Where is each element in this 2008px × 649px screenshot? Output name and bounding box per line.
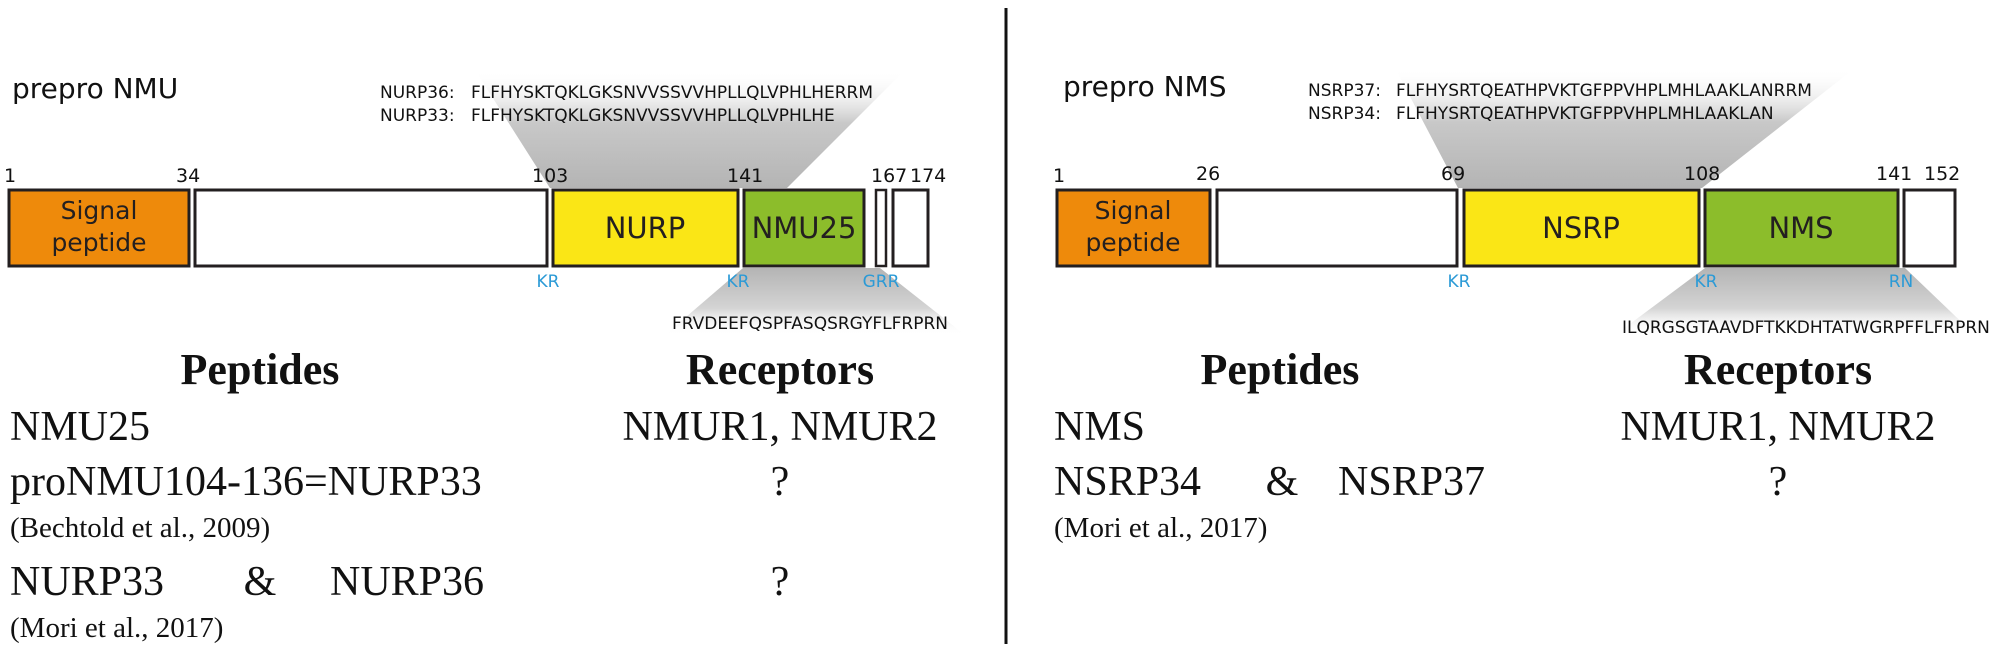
right-nms-box — [1703, 188, 1900, 268]
right-title: prepro NMS — [1063, 70, 1226, 103]
left-pos-5: 167 — [871, 165, 907, 187]
right-cleavage-1: KR — [1448, 272, 1471, 292]
right-panel: prepro NMS NSRP37: FLFHYSRTQEATHPVKTGFPP… — [1053, 68, 1990, 544]
right-pos-4: 108 — [1684, 163, 1720, 185]
right-small-box — [1902, 188, 1957, 268]
left-signal-peptide-box — [7, 188, 191, 268]
right-pos-6: 152 — [1924, 163, 1960, 185]
left-receptors-header: Receptors — [686, 345, 874, 394]
right-seq-label-2: NSRP34: — [1308, 104, 1381, 124]
left-row1-peptide: NMU25 — [10, 404, 150, 450]
left-row2-peptide: proNMU104-136=NURP33 — [10, 459, 482, 505]
right-cleavage-3: RN — [1889, 272, 1914, 292]
left-peptides-header: Peptides — [181, 345, 340, 394]
left-pos-3: 103 — [532, 165, 568, 187]
right-nms-label: NMS — [1768, 211, 1833, 245]
right-spacer-box — [1215, 188, 1459, 268]
left-cleavage-1: KR — [537, 272, 560, 292]
right-row2-receptor: ? — [1769, 459, 1788, 505]
left-row3-amp: & — [244, 559, 277, 605]
left-bottom-wedge — [665, 268, 965, 335]
left-title: prepro NMU — [12, 72, 178, 105]
right-bottom-seq: ILQRGSGTAAVDFTKKDHTATWGRPFFLFRPRN — [1622, 318, 1990, 338]
right-signal-peptide-box — [1055, 188, 1212, 268]
right-row2-citation: (Mori et al., 2017) — [1054, 512, 1267, 544]
left-signal-line2: peptide — [51, 228, 146, 257]
left-row3-peptide-a: NURP33 — [10, 559, 164, 605]
left-seq-label-1: NURP36: — [380, 83, 455, 103]
left-cleavage-3: GRR — [863, 272, 900, 292]
right-pos-5: 141 — [1876, 163, 1912, 185]
right-nsrp-box — [1462, 188, 1701, 268]
right-bottom-wedge — [1615, 268, 1975, 335]
right-signal-line2: peptide — [1085, 228, 1180, 257]
left-pos-2: 34 — [176, 165, 200, 187]
right-row1-receptor: NMUR1, NMUR2 — [1620, 404, 1935, 450]
right-cleavage-2: KR — [1695, 272, 1718, 292]
left-row2-receptor: ? — [771, 459, 790, 505]
right-row2-peptide-b: NSRP37 — [1338, 459, 1485, 505]
left-row3-peptide-b: NURP36 — [330, 559, 484, 605]
right-pos-2: 26 — [1196, 163, 1220, 185]
left-row2-citation: (Bechtold et al., 2009) — [10, 512, 270, 544]
left-nmu25-box — [742, 188, 866, 268]
left-seq-1: FLFHYSKTQKLGKSNVVSSVVHPLLQLVPHLHERRM — [471, 83, 873, 103]
left-row1-receptor: NMUR1, NMUR2 — [622, 404, 937, 450]
left-nmu25-label: NMU25 — [752, 211, 857, 245]
right-seq-2: FLFHYSRTQEATHPVKTGFPPVHPLMHLAAKLAN — [1396, 104, 1774, 124]
right-pos-3: 69 — [1441, 163, 1465, 185]
right-peptides-header: Peptides — [1201, 345, 1360, 394]
left-bottom-seq: FRVDEEFQSPFASQSRGYFLFRPRN — [672, 314, 948, 334]
right-nsrp-label: NSRP — [1542, 211, 1620, 245]
left-signal-line1: Signal — [61, 196, 138, 225]
right-row1-peptide: NMS — [1054, 404, 1145, 450]
left-top-wedge — [475, 70, 905, 188]
left-row3-citation: (Mori et al., 2017) — [10, 612, 223, 644]
right-seq-label-1: NSRP37: — [1308, 81, 1381, 101]
right-receptors-header: Receptors — [1684, 345, 1872, 394]
right-pos-1: 1 — [1053, 165, 1065, 187]
right-signal-line1: Signal — [1095, 196, 1172, 225]
right-row2-amp: & — [1266, 459, 1299, 505]
left-panel: prepro NMU NURP36: FLFHYSKTQKLGKSNVVSSVV… — [4, 70, 965, 644]
left-nurp-label: NURP — [605, 211, 686, 245]
left-seq-2: FLFHYSKTQKLGKSNVVSSVVHPLLQLVPHLHE — [471, 106, 835, 126]
left-small-box-1 — [874, 188, 888, 268]
left-pos-6: 174 — [910, 165, 946, 187]
left-pos-1: 1 — [4, 165, 16, 187]
left-small-box-2 — [891, 188, 930, 268]
right-top-wedge — [1395, 68, 1855, 188]
left-pos-4: 141 — [727, 165, 763, 187]
left-row3-receptor: ? — [771, 559, 790, 605]
left-nurp-box — [551, 188, 740, 268]
left-seq-label-2: NURP33: — [380, 106, 455, 126]
left-spacer-box — [193, 188, 549, 268]
right-seq-1: FLFHYSRTQEATHPVKTGFPPVHPLMHLAAKLANRRM — [1396, 81, 1812, 101]
left-cleavage-2: KR — [727, 272, 750, 292]
right-row2-peptide-a: NSRP34 — [1054, 459, 1201, 505]
